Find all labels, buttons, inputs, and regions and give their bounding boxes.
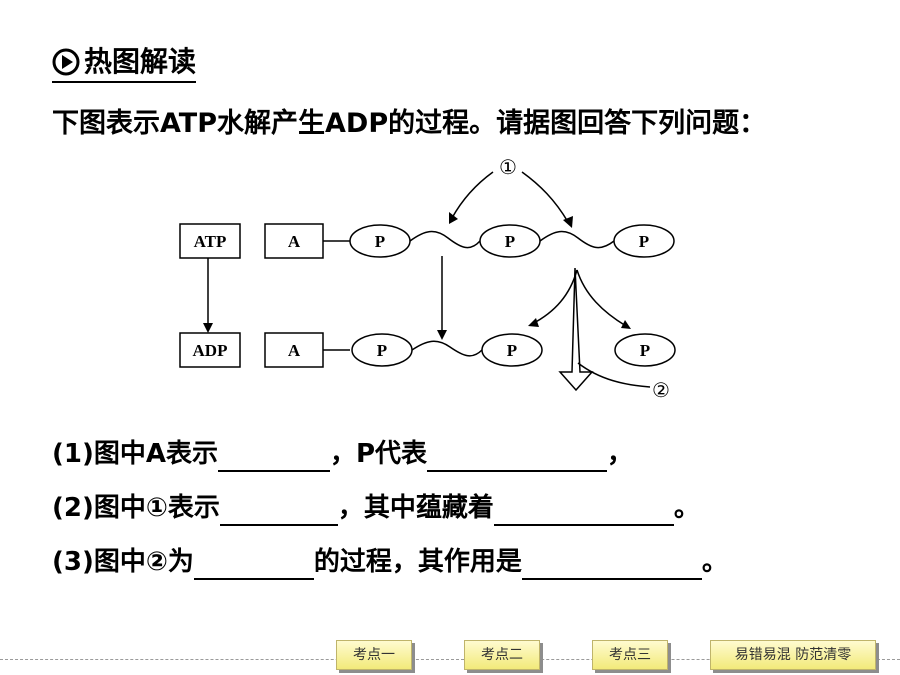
play-icon xyxy=(52,48,80,76)
nav-kaodian-3-button[interactable]: 考点三 xyxy=(592,640,668,670)
footer-divider xyxy=(0,659,900,660)
marker-1: ① xyxy=(499,155,517,179)
answer-blank[interactable] xyxy=(493,496,674,526)
atp-label: ATP xyxy=(194,232,227,251)
phosphate-bottom-2 xyxy=(481,333,543,367)
atp-box xyxy=(179,223,241,259)
adp-label: ADP xyxy=(193,341,228,360)
adp-box xyxy=(179,332,241,368)
phosphate-top-3 xyxy=(613,224,675,258)
marker-2: ② xyxy=(652,378,670,402)
answer-blank[interactable] xyxy=(217,442,330,472)
p-label: P xyxy=(507,341,517,360)
phosphate-released xyxy=(614,333,676,367)
nav-kaodian-2-button[interactable]: 考点二 xyxy=(464,640,540,670)
section-heading: 热图解读 xyxy=(52,44,197,83)
answer-blank[interactable] xyxy=(193,550,314,580)
answer-blank[interactable] xyxy=(427,442,608,472)
p-label: P xyxy=(505,232,515,251)
answer-blank[interactable] xyxy=(521,550,702,580)
p-label: P xyxy=(377,341,387,360)
intro-text: 下图表示ATP水解产生ADP的过程。请据图回答下列问题： xyxy=(52,108,767,139)
question-2: (2)图中①表示，其中蕴藏着。 xyxy=(52,490,700,526)
p-label: P xyxy=(375,232,385,251)
p-label: P xyxy=(640,341,650,360)
question-3: (3)图中②为的过程，其作用是。 xyxy=(52,544,728,580)
nav-error-prevention-button[interactable]: 易错易混 防范清零 xyxy=(710,640,876,670)
a-label-bottom: A xyxy=(288,341,301,360)
heading-title: 热图解读 xyxy=(84,45,197,78)
answer-blank[interactable] xyxy=(219,496,338,526)
p-label: P xyxy=(639,232,649,251)
question-1: (1)图中A表示，P代表， xyxy=(52,436,633,472)
nav-kaodian-1-button[interactable]: 考点一 xyxy=(336,640,412,670)
a-label-top: A xyxy=(288,232,301,251)
